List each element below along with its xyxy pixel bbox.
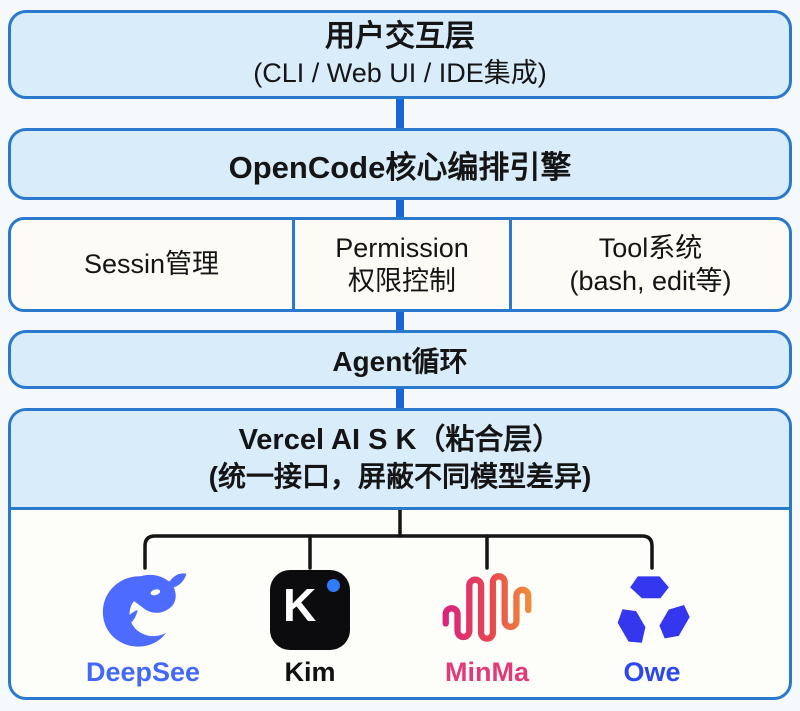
minimax-icon-wrap bbox=[402, 566, 572, 654]
sdk-title: Vercel AI S K（粘合层） bbox=[238, 424, 562, 457]
provider-label: MinMa bbox=[445, 657, 529, 687]
sdk-providers-area: DeepSee K Kim bbox=[11, 510, 789, 697]
deepseek-icon-wrap bbox=[58, 566, 228, 654]
sdk-subtitle: (统一接口，屏蔽不同模型差异) bbox=[208, 461, 592, 493]
user-layer-title: 用户交互层 bbox=[325, 19, 475, 53]
provider-tree-connector bbox=[143, 510, 654, 570]
kimi-k-icon: K bbox=[270, 570, 350, 650]
module-permission-line1: Permission bbox=[335, 232, 469, 263]
kimi-blue-dot-icon bbox=[327, 579, 340, 592]
kimi-icon-wrap: K bbox=[225, 566, 395, 654]
minimax-waveform-icon bbox=[442, 573, 532, 642]
sdk-header: Vercel AI S K（粘合层） (统一接口，屏蔽不同模型差异) bbox=[11, 411, 789, 510]
kimi-k-letter: K bbox=[283, 579, 317, 631]
connector-user-to-engine bbox=[396, 96, 404, 132]
modules-row: Sessin管理 Permission 权限控制 Tool系统 (bash, e… bbox=[8, 217, 792, 312]
connector-agent-to-sdk bbox=[396, 385, 404, 413]
qwen-icon-wrap bbox=[567, 566, 737, 654]
sdk-layer-box: Vercel AI S K（粘合层） (统一接口，屏蔽不同模型差异) bbox=[8, 408, 792, 700]
deepseek-whale-icon bbox=[102, 573, 187, 647]
provider-label: Owe bbox=[623, 657, 681, 687]
layer-box-user-interaction: 用户交互层 (CLI / Web UI / IDE集成) bbox=[8, 10, 792, 99]
module-cell-permission: Permission 权限控制 bbox=[292, 220, 512, 309]
provider-group-minimax: MinMa bbox=[402, 566, 572, 688]
qwen-pinwheel-icon bbox=[613, 576, 694, 649]
connector-engine-to-modules bbox=[396, 196, 404, 222]
provider-label: Kim bbox=[284, 657, 336, 687]
module-permission-line2: 权限控制 bbox=[348, 265, 456, 296]
agent-layer-title: Agent循环 bbox=[332, 345, 468, 377]
user-layer-subtitle: (CLI / Web UI / IDE集成) bbox=[253, 58, 547, 89]
layer-box-agent-loop: Agent循环 bbox=[8, 330, 792, 389]
provider-group-deepseek: DeepSee bbox=[58, 566, 228, 688]
provider-group-kimi: K Kim bbox=[225, 566, 395, 688]
engine-layer-title: OpenCode核心编排引擎 bbox=[228, 149, 572, 185]
connector-modules-to-agent bbox=[396, 308, 404, 334]
module-tool-line2: (bash, edit等) bbox=[569, 265, 732, 296]
provider-label: DeepSee bbox=[85, 657, 201, 687]
layer-box-core-engine: OpenCode核心编排引擎 bbox=[8, 128, 792, 200]
module-cell-session: Sessin管理 bbox=[11, 220, 292, 309]
provider-group-qwen: Owe bbox=[567, 566, 737, 688]
module-session-line1: Sessin管理 bbox=[83, 249, 220, 280]
module-cell-tool: Tool系统 (bash, edit等) bbox=[512, 220, 789, 309]
module-tool-line1: Tool系统 bbox=[598, 232, 703, 263]
